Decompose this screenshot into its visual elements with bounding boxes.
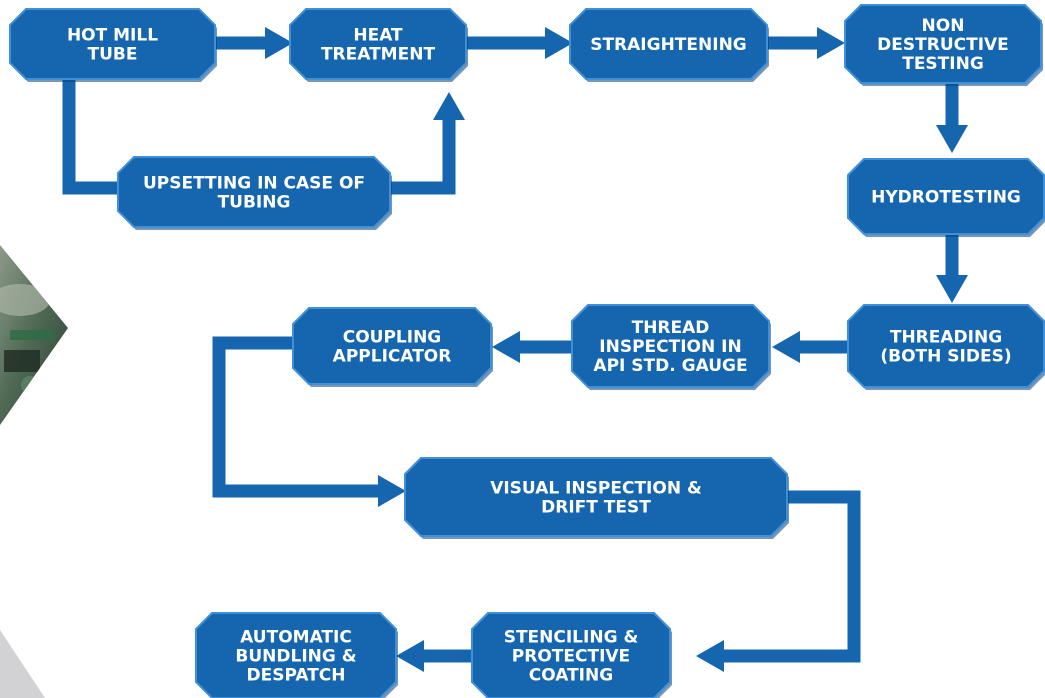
step-label: DRIFT TEST [541,498,651,518]
arrow-coupling-visual [212,336,382,498]
step-threading: THREADING(BOTH SIDES) [847,304,1045,390]
step-straightening: STRAIGHTENING [569,8,769,82]
step-label: COUPLING [343,328,442,348]
arrowheads [265,27,968,672]
arrowhead-straightening [545,27,573,59]
arrowhead-ndt [817,27,845,59]
step-visual-inspection: VISUAL INSPECTION &DRIFT TEST [404,457,789,539]
step-label: TESTING [902,54,984,74]
step-label: DESPATCH [246,666,345,686]
step-box [844,4,1042,84]
decorative-gray-shape [0,630,45,698]
connectors [62,36,959,663]
step-box [571,304,770,388]
arrowhead-inspection [772,331,800,363]
step-label: STRAIGHTENING [590,35,747,55]
step-label: DESTRUCTIVE [877,35,1009,55]
step-box [404,457,788,537]
step-label: HEAT [353,26,403,46]
step-label: AUTOMATIC [240,628,352,648]
step-label: THREAD [632,318,710,338]
arrowhead-threading [936,275,968,303]
step-box [569,8,768,80]
step-label: TUBING [218,193,291,213]
step-box [471,612,671,698]
step-label: STENCILING & [504,628,639,648]
arrow-upsetting-heat [388,118,456,195]
step-label: VISUAL INSPECTION & [490,479,702,499]
step-label: TREATMENT [321,45,435,65]
step-hydrotesting: HYDROTESTING [847,158,1045,237]
step-label: TUBE [88,45,138,65]
step-box [195,612,397,698]
machinery-photo [0,245,68,425]
step-label: THREADING [890,328,1002,348]
arrowhead-stenciling [696,640,724,672]
step-label: HYDROTESTING [871,188,1021,208]
step-label: API STD. GAUGE [593,356,747,376]
arrowhead-upsetting-heat [433,92,465,120]
arrowhead-coupling [492,331,520,363]
step-box [9,8,216,80]
step-label: APPLICATOR [333,347,452,367]
arrowhead-bundling [396,640,424,672]
step-label: UPSETTING IN CASE OF [143,174,365,194]
step-label: INSPECTION IN [599,337,741,357]
arrowhead-hydro [936,125,968,153]
arrowhead-heat [265,27,293,59]
step-label: HOT MILL [67,26,158,46]
step-label: NON [922,16,965,36]
step-label: PROTECTIVE [512,647,630,667]
step-box [289,8,467,80]
step-label: COATING [529,666,613,686]
step-box [292,307,492,385]
step-label: BUNDLING & [235,647,356,667]
arrow-hotmill-upsetting [62,78,128,195]
arrowhead-visual [378,475,406,507]
step-box [117,156,391,228]
arrow-visual-stenciling [720,490,861,663]
step-label: (BOTH SIDES) [880,347,1011,367]
step-box [847,158,1045,235]
step-box [847,304,1045,388]
